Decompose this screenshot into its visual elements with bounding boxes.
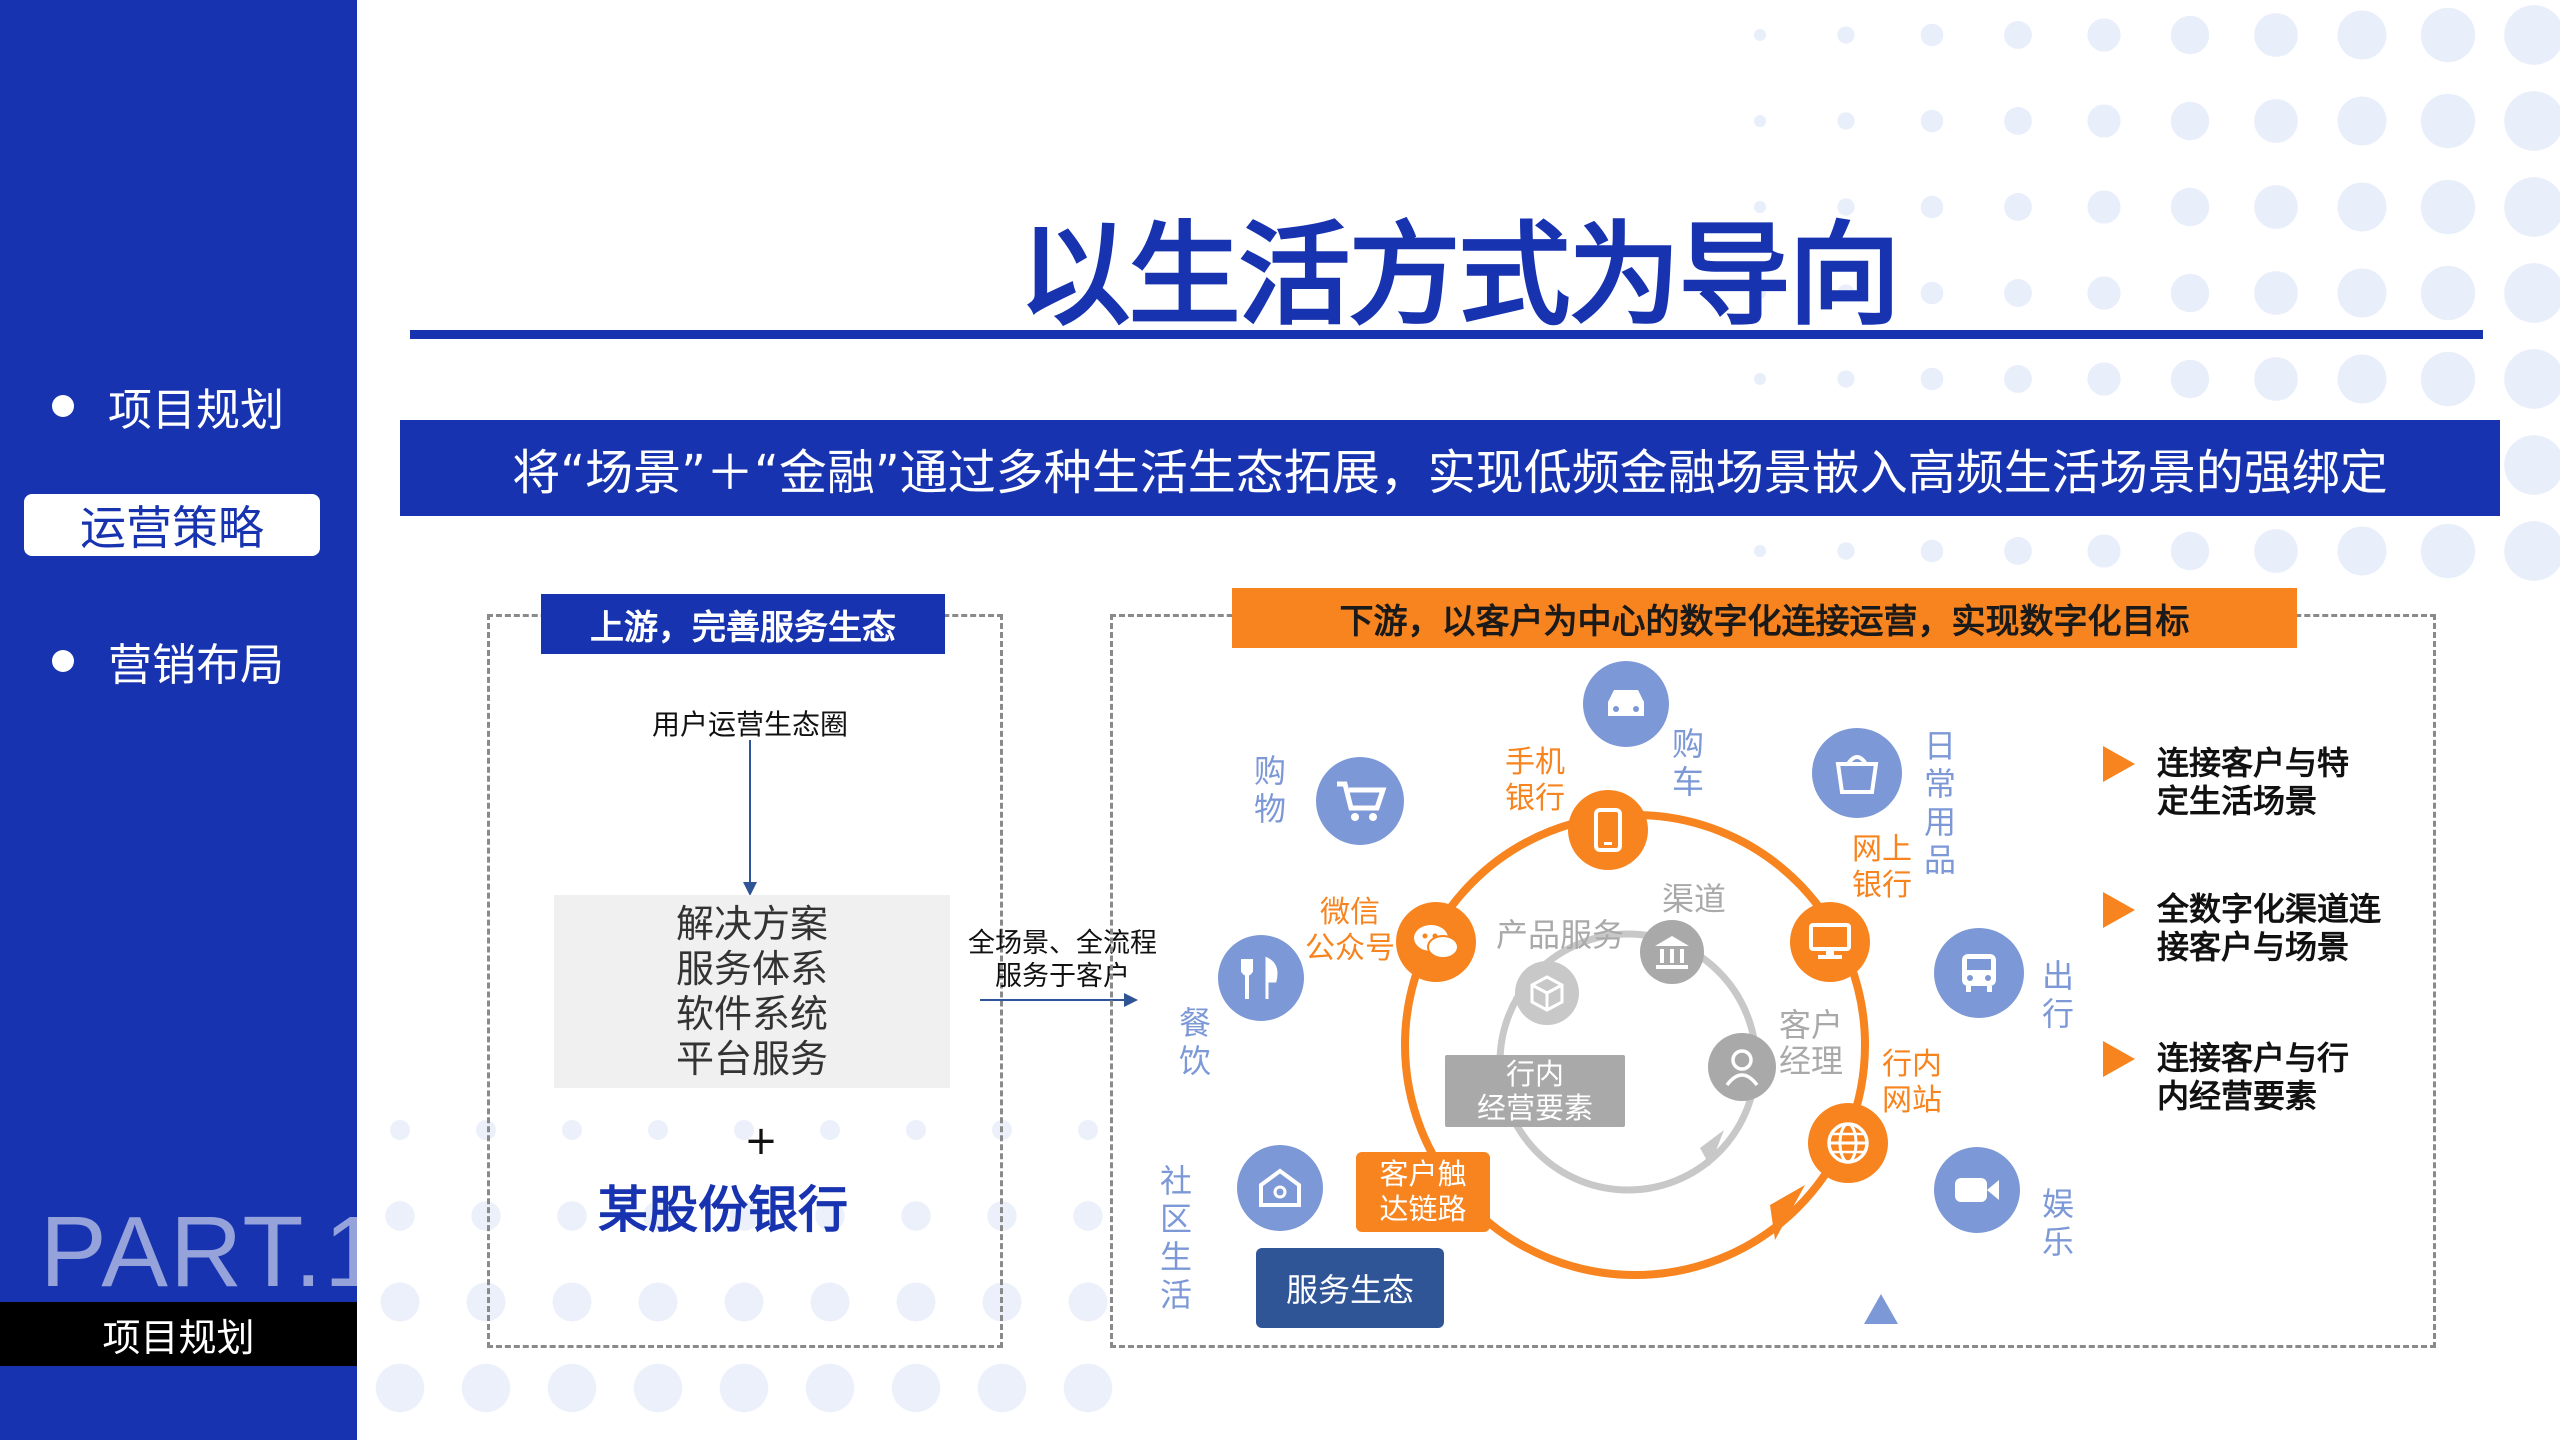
goal-line: 连接客户与行: [2157, 1039, 2350, 1077]
inner-label-channel: 渠道: [1661, 880, 1726, 918]
channel-label-mobile-bank: 手机 银行: [1495, 745, 1575, 817]
summary-banner-text: 将“场景”＋“金融”通过多种生活生态拓展，实现低频金融场景嵌入高频生活场景的强绑…: [512, 445, 2388, 501]
chain-line: 达链路: [1379, 1192, 1467, 1226]
video-camera-icon: [1934, 1147, 2020, 1233]
channel-label-online-bank: 网上 银行: [1842, 832, 1922, 904]
title-underline: [410, 330, 2483, 339]
channel-label-line: 网上: [1852, 832, 1912, 867]
channel-label-branch-site: 行内 网站: [1872, 1047, 1952, 1119]
play-triangle-icon: [2103, 746, 2135, 782]
channel-label-line: 网站: [1882, 1083, 1942, 1118]
nav-item-project-planning[interactable]: 项目规划: [0, 375, 357, 437]
bank-building-icon: [1640, 920, 1704, 984]
down-arrow: [743, 740, 757, 896]
scene-label-travel: 出行: [2041, 957, 2074, 1033]
account-manager-icon: [1708, 1033, 1776, 1101]
sidebar: [0, 0, 357, 1440]
globe-icon: [1808, 1103, 1888, 1183]
connector-label-line: 服务于客户: [995, 961, 1130, 992]
business-elements-box: 行内 经营要素: [1445, 1055, 1625, 1127]
play-triangle-icon: [2103, 892, 2135, 928]
scene-label-daily-goods: 日常用品: [1923, 727, 1956, 879]
gray-ring-arrow: [1700, 1130, 1724, 1166]
summary-banner: 将“场景”＋“金融”通过多种生活生态拓展，实现低频金融场景嵌入高频生活场景的强绑…: [400, 420, 2500, 516]
product-box-icon: [1515, 961, 1579, 1025]
solution-item: 软件系统: [675, 991, 828, 1036]
goal-item: 连接客户与行 内经营要素: [2103, 1039, 2407, 1115]
downstream-header-text: 下游，以客户为中心的数字化连接运营，实现数字化目标: [1339, 601, 2190, 642]
goal-line: 内经营要素: [2157, 1077, 2318, 1115]
computer-monitor-icon: [1790, 902, 1870, 982]
downstream-header: 下游，以客户为中心的数字化连接运营，实现数字化目标: [1232, 588, 2297, 648]
service-ecosystem-text: 服务生态: [1285, 1271, 1414, 1309]
inner-label-product-service: 产品服务: [1495, 916, 1624, 954]
goal-line: 接客户与场景: [2157, 928, 2350, 966]
play-triangle-icon: [2103, 1041, 2135, 1077]
goal-item: 全数字化渠道连 接客户与场景: [2103, 890, 2427, 966]
solution-item: 平台服务: [675, 1036, 828, 1081]
scene-label-community: 社区生活: [1159, 1162, 1192, 1314]
upstream-header: 上游，完善服务生态: [541, 594, 945, 654]
goal-item: 连接客户与特 定生活场景: [2103, 744, 2407, 820]
scene-label-car: 购车: [1671, 725, 1704, 801]
ecosystem-circle-label: 用户运营生态圈: [651, 708, 848, 741]
goal-text: 全数字化渠道连 接客户与场景: [2157, 890, 2427, 966]
mobile-phone-icon: [1568, 790, 1648, 870]
goal-line: 全数字化渠道连: [2157, 890, 2382, 928]
page-title: 以生活方式为导向: [1018, 211, 1901, 341]
wechat-icon: [1396, 902, 1476, 982]
customer-touch-chain-box: 客户触 达链路: [1356, 1152, 1490, 1232]
dining-icon: [1218, 935, 1304, 1021]
business-elements-line: 行内: [1505, 1057, 1564, 1091]
triangle-marker-icon: [1864, 1294, 1898, 1324]
channel-label-line: 银行: [1852, 868, 1912, 903]
goal-text: 连接客户与特 定生活场景: [2157, 744, 2407, 820]
scene-label-dining: 餐饮: [1178, 1004, 1211, 1080]
scene-label-entertainment: 娱乐: [2041, 1185, 2074, 1261]
bank-name: 某股份银行: [598, 1181, 848, 1239]
goal-text: 连接客户与行 内经营要素: [2157, 1039, 2407, 1115]
inner-label-line: 经理: [1778, 1042, 1843, 1080]
business-elements-line: 经营要素: [1476, 1091, 1593, 1125]
channel-label-wechat: 微信 公众号: [1304, 895, 1396, 967]
chain-line: 客户触: [1379, 1157, 1467, 1191]
inner-label-account-manager: 客户 经理: [1776, 1007, 1846, 1079]
goal-line: 定生活场景: [2157, 782, 2318, 820]
community-home-icon: [1237, 1145, 1323, 1231]
solution-item: 解决方案: [675, 901, 828, 946]
channel-label-line: 手机: [1505, 745, 1565, 780]
bullet-icon: [52, 395, 74, 417]
nav-item-label: 营销布局: [108, 640, 284, 691]
car-icon: [1583, 661, 1669, 747]
goal-line: 连接客户与特: [2157, 744, 2350, 782]
scene-label-shopping: 购物: [1253, 752, 1286, 828]
nav-item-label: 运营策略: [80, 501, 264, 555]
inner-label-line: 客户: [1778, 1006, 1843, 1044]
part-subtitle: 项目规划: [0, 1302, 357, 1366]
bullet-icon: [52, 650, 74, 672]
channel-label-line: 公众号: [1305, 931, 1395, 966]
daily-goods-icon: [1812, 728, 1902, 818]
upstream-header-text: 上游，完善服务生态: [590, 607, 896, 648]
connector-label: 全场景、全流程 服务于客户: [960, 927, 1165, 993]
bus-icon: [1934, 928, 2024, 1018]
connector-label-line: 全场景、全流程: [968, 928, 1157, 959]
part-number: PART.1: [40, 1196, 382, 1308]
nav-item-marketing-layout[interactable]: 营销布局: [0, 630, 357, 692]
nav-item-operation-strategy[interactable]: 运营策略: [24, 494, 320, 556]
solutions-box: 解决方案 服务体系 软件系统 平台服务: [554, 895, 950, 1088]
service-ecosystem-box: 服务生态: [1256, 1248, 1444, 1328]
nav-item-label: 项目规划: [108, 385, 284, 436]
orange-ring-arrow: [1770, 1185, 1805, 1240]
right-arrow: [980, 993, 1138, 1007]
channel-label-line: 行内: [1882, 1047, 1942, 1082]
solution-item: 服务体系: [675, 946, 828, 991]
channel-label-line: 微信: [1320, 895, 1380, 930]
shopping-cart-icon: [1316, 757, 1404, 845]
part-subtitle-text: 项目规划: [102, 1315, 255, 1360]
channel-label-line: 银行: [1505, 781, 1565, 816]
plus-sign: +: [744, 1118, 778, 1164]
